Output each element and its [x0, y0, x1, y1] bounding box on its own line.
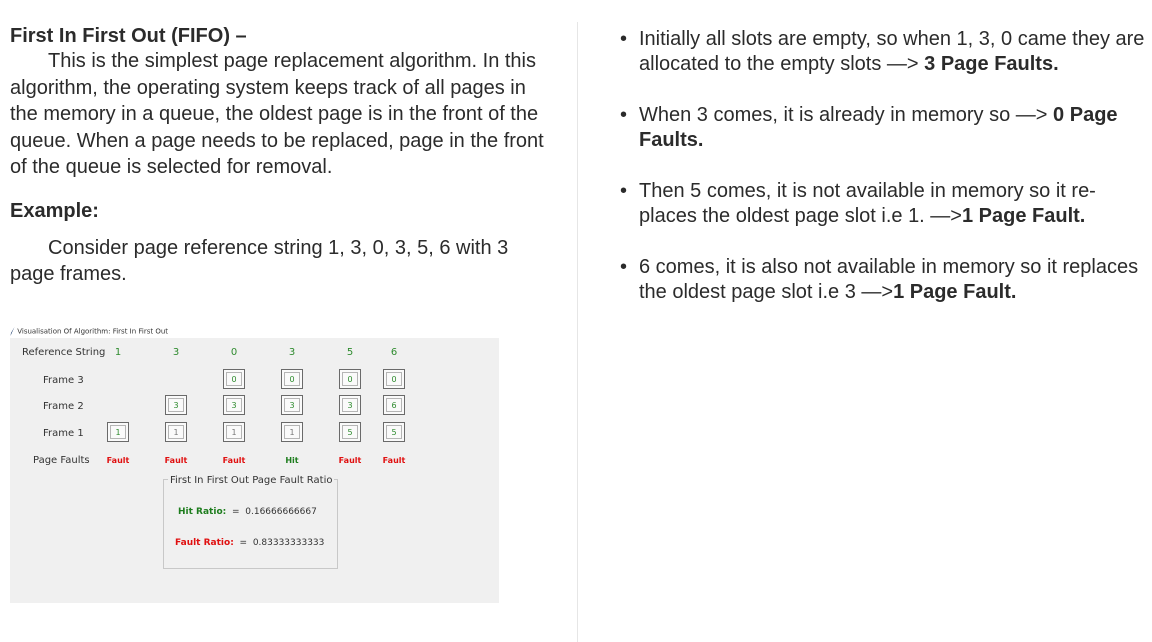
bullet-line: Then 5 comes, it is not available in mem…: [639, 180, 1096, 202]
bullet-line: Initially all slots are empty, so when 1…: [639, 28, 1145, 50]
frame3-cell: 0: [383, 369, 405, 389]
visualization-panel: Reference String Frame 3 Frame 2 Frame 1…: [10, 338, 499, 603]
bullet-line: 6 comes, it is also not available in mem…: [639, 256, 1139, 278]
fault-result: Fault: [106, 456, 130, 465]
reference-value: 3: [288, 347, 296, 358]
feather-icon: [10, 327, 15, 336]
bullet-bold: 0 Page: [1053, 104, 1118, 126]
bullet-bold: 1 Page Fault.: [961, 205, 1086, 227]
reference-value: 5: [346, 347, 354, 358]
fault-ratio-line: Fault Ratio: = 0.83333333333: [175, 538, 324, 548]
bullet-dot: •: [620, 180, 628, 202]
example-line: page frames.: [10, 263, 127, 285]
frame1-cell: 5: [383, 422, 405, 442]
reference-value: 6: [390, 347, 398, 358]
frame2-cell: 3: [281, 395, 303, 415]
hit-ratio-line: Hit Ratio: = 0.16666666667: [178, 507, 317, 517]
reference-value: 0: [230, 347, 238, 358]
frame3-cell: 0: [223, 369, 245, 389]
frame1-label: Frame 1: [43, 428, 84, 439]
frame3-label: Frame 3: [43, 375, 84, 386]
bullet-bold: Faults.: [639, 129, 704, 151]
column-divider: [577, 22, 578, 642]
bullet-item: • 6 comes, it is also not available in m…: [620, 255, 1150, 305]
reference-value: 1: [114, 347, 122, 358]
paragraph-line: queue. When a page needs to be replaced,…: [10, 129, 544, 152]
bullet-line: places the oldest page slot i.e 1. —>: [639, 205, 962, 227]
frame2-label: Frame 2: [43, 401, 84, 412]
bullet-dot: •: [620, 28, 628, 50]
frame3-cell: 0: [281, 369, 303, 389]
right-column: • Initially all slots are empty, so when…: [620, 27, 1150, 305]
bullet-bold: 1 Page Fault.: [893, 281, 1017, 303]
bullet-line: the oldest page slot i.e 3 —>: [639, 281, 894, 303]
bullet-item: • When 3 comes, it is already in memory …: [620, 103, 1150, 153]
paragraph-line: of the queue is selected for removal.: [10, 156, 333, 178]
ratio-groupbox: [163, 479, 338, 569]
bullet-line: When 3 comes, it is already in memory so…: [639, 104, 1054, 126]
fault-ratio-label: Fault Ratio:: [175, 538, 234, 548]
fault-result: Fault: [338, 456, 362, 465]
bullet-bold: 3 Page Faults.: [924, 53, 1059, 75]
frame1-cell: 1: [165, 422, 187, 442]
frame2-cell: 3: [165, 395, 187, 415]
bullet-dot: •: [620, 256, 628, 278]
reference-string-label: Reference String: [22, 347, 106, 358]
bullet-item: • Initially all slots are empty, so when…: [620, 27, 1150, 77]
fault-result: Fault: [164, 456, 188, 465]
paragraph-line: the memory in a queue, the oldest page i…: [10, 103, 539, 125]
visualization-caption: Visualisation Of Algorithm: First In Fir…: [10, 327, 168, 336]
fault-result: Fault: [222, 456, 246, 465]
paragraph-first-line: This is the simplest page replacement al…: [48, 50, 536, 72]
paragraph-line: algorithm, the operating system keeps tr…: [10, 76, 526, 99]
fault-result: Fault: [382, 456, 406, 465]
example-heading: Example:: [10, 199, 99, 222]
section-heading: First In First Out (FIFO) –: [10, 25, 247, 47]
frame1-cell: 5: [339, 422, 361, 442]
hit-result: Hit: [285, 456, 299, 465]
frame1-cell: 1: [223, 422, 245, 442]
bullet-dot: •: [620, 104, 628, 126]
ratio-title: First In First Out Page Fault Ratio: [168, 475, 335, 486]
example-line: Consider page reference string 1, 3, 0, …: [48, 236, 509, 259]
frame2-cell: 3: [339, 395, 361, 415]
caption-text: Visualisation Of Algorithm: First In Fir…: [17, 327, 169, 336]
bullet-line: allocated to the empty slots —>: [639, 53, 925, 75]
equals-sign: =: [239, 538, 248, 548]
bullet-item: • Then 5 comes, it is not available in m…: [620, 179, 1150, 229]
equals-sign: =: [231, 507, 240, 517]
frame1-cell: 1: [107, 422, 129, 442]
frame1-cell: 1: [281, 422, 303, 442]
frame3-cell: 0: [339, 369, 361, 389]
fault-ratio-value: 0.83333333333: [252, 538, 325, 548]
page-faults-label: Page Faults: [33, 455, 90, 466]
frame2-cell: 6: [383, 395, 405, 415]
left-column: First In First Out (FIFO) – This is the …: [10, 24, 560, 288]
frame2-cell: 3: [223, 395, 245, 415]
hit-ratio-label: Hit Ratio:: [178, 507, 227, 517]
reference-value: 3: [172, 347, 180, 358]
hit-ratio-value: 0.16666666667: [245, 507, 317, 517]
